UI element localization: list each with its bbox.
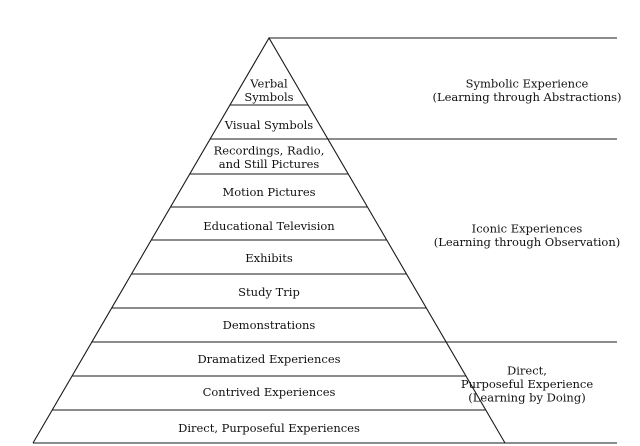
level-label: Visual Symbols [224,118,314,132]
category-label-line: Iconic Experiences [472,221,583,235]
level-label-line: Demonstrations [223,318,316,332]
level-label-line: Direct, Purposeful Experiences [178,421,360,435]
category-label-line: Direct, [507,364,547,378]
level-label-line: Visual Symbols [224,118,314,132]
level-label-line: Symbols [244,90,293,104]
category-label-line: (Learning by Doing) [468,391,585,405]
category-label-line: Purposeful Experience [461,377,594,391]
level-label-line: Contrived Experiences [203,385,336,399]
level-label-line: Dramatized Experiences [197,352,340,366]
level-label: Study Trip [238,285,300,299]
level-label-line: Exhibits [245,251,293,265]
level-label: Contrived Experiences [203,385,336,399]
level-label-line: Recordings, Radio, [214,143,325,157]
level-label-line: Motion Pictures [222,185,315,199]
level-label: Motion Pictures [222,185,315,199]
pyramid-structure [32,36,617,444]
level-label: Exhibits [245,251,293,265]
category-label-line: (Learning through Observation) [434,235,621,249]
level-label-line: Verbal [249,76,288,90]
category-label: Symbolic Experience(Learning through Abs… [432,76,621,104]
level-label-line: Study Trip [238,285,300,299]
category-label: Direct,Purposeful Experience(Learning by… [461,364,594,405]
level-label: Direct, Purposeful Experiences [178,421,360,435]
category-label: Iconic Experiences(Learning through Obse… [434,221,621,249]
category-label-line: (Learning through Abstractions) [432,90,621,104]
level-label-line: Educational Television [203,219,335,233]
level-label: Educational Television [203,219,335,233]
level-label: Recordings, Radio,and Still Pictures [214,143,325,171]
level-label: Demonstrations [223,318,316,332]
category-labels: Symbolic Experience(Learning through Abs… [432,76,621,404]
category-label-line: Symbolic Experience [466,76,589,90]
level-label: Dramatized Experiences [197,352,340,366]
level-label-line: and Still Pictures [219,157,320,171]
